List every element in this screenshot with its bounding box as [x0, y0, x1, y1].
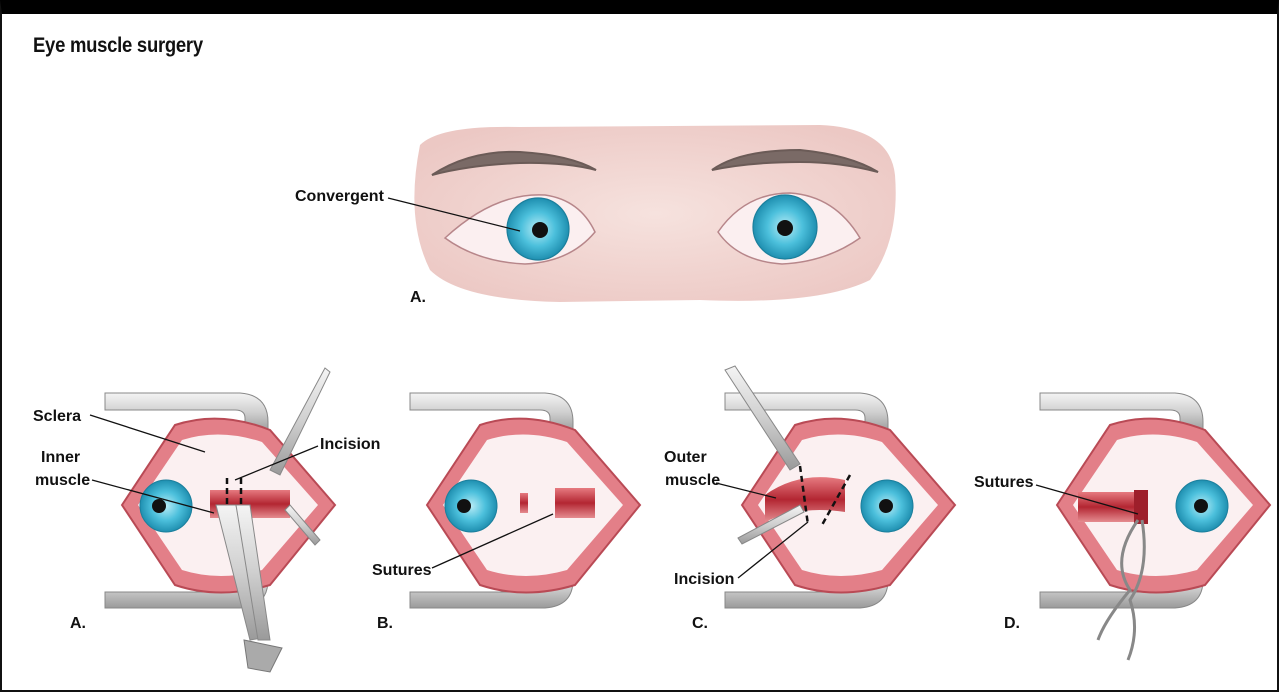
panel-b-letter: B.: [377, 615, 393, 632]
muscle-label-a: muscle: [35, 472, 90, 489]
left-pupil: [532, 222, 548, 238]
panel-a: [105, 368, 335, 672]
panel-d-letter: D.: [1004, 615, 1020, 632]
right-pupil: [777, 220, 793, 236]
top-panel-letter: A.: [410, 289, 426, 306]
convergent-label: Convergent: [295, 188, 385, 205]
incision-label-c: Incision: [674, 571, 734, 588]
outer-label: Outer: [664, 449, 707, 466]
muscle-label-c: muscle: [665, 472, 720, 489]
incision-label-a: Incision: [320, 436, 380, 453]
sutures-label-d: Sutures: [974, 474, 1034, 491]
panel-a-letter: A.: [70, 615, 86, 632]
panel-b: [410, 393, 640, 608]
sutures-label-b: Sutures: [372, 562, 432, 579]
panel-c: [725, 366, 955, 608]
inner-label: Inner: [41, 449, 80, 466]
panel-c-letter: C.: [692, 615, 708, 632]
face-illustration: [414, 125, 895, 302]
sclera-label: Sclera: [33, 408, 81, 425]
panel-d: [1040, 393, 1270, 660]
